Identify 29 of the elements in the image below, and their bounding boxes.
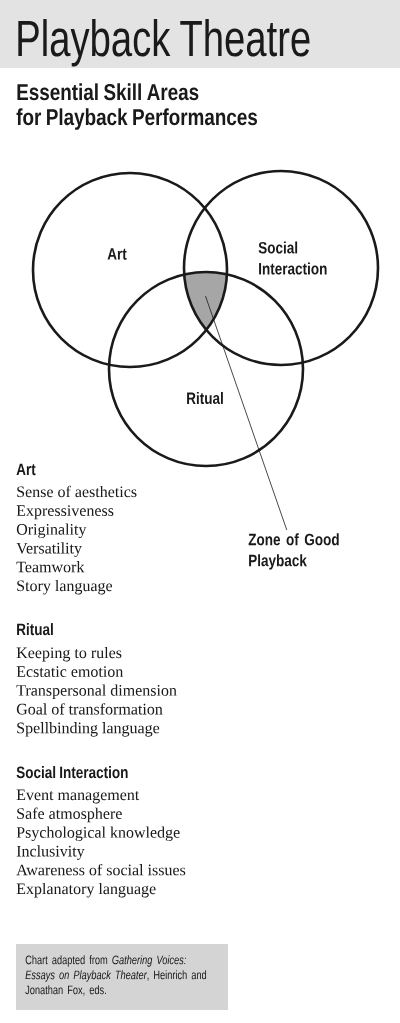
list-item: Event management [16,789,140,804]
list-item: Story language [17,579,113,595]
list-item: Safe atmosphere [17,807,122,823]
subtitle: Essential Skill Areas for Playback Performances [16,83,258,130]
list-item: Goal of transformation [16,703,163,715]
title-banner: Playback Theatre [0,0,400,68]
callout-label: Zone of Good Playback [248,533,339,570]
list-item: Awareness of social issues [16,863,186,876]
circle-label: Art [107,248,127,260]
list-item: Expressiveness [16,505,114,520]
leader-line [205,295,288,531]
circle-label: Social Interaction [258,241,327,275]
shaded-region [184,272,227,330]
list-item: Inclusivity [16,845,85,860]
list-item: Sense of aesthetics [17,485,137,498]
list-item: Ecstatic emotion [16,666,124,677]
list-item: Originality [16,523,87,539]
section-heading: Social Interaction [16,766,128,779]
list-item: Psychological knowledge [16,826,180,842]
section-heading: Art [16,463,36,476]
list-item: Transpersonal dimension [16,684,177,699]
list-item: Explanatory language [16,882,156,898]
circle-label: Ritual [187,391,223,405]
section-heading: Ritual [17,623,53,636]
caption-box: Chart adapted from Gathering Voices: Essays on Playback Theater, Heinrich and Jonathan Fox, eds. [16,944,228,1010]
list-item: Keeping to rules [16,646,122,662]
list-item: Versatility [16,542,82,557]
list-item: Spellbinding language [17,722,160,737]
list-item: Teamwork [16,561,85,573]
